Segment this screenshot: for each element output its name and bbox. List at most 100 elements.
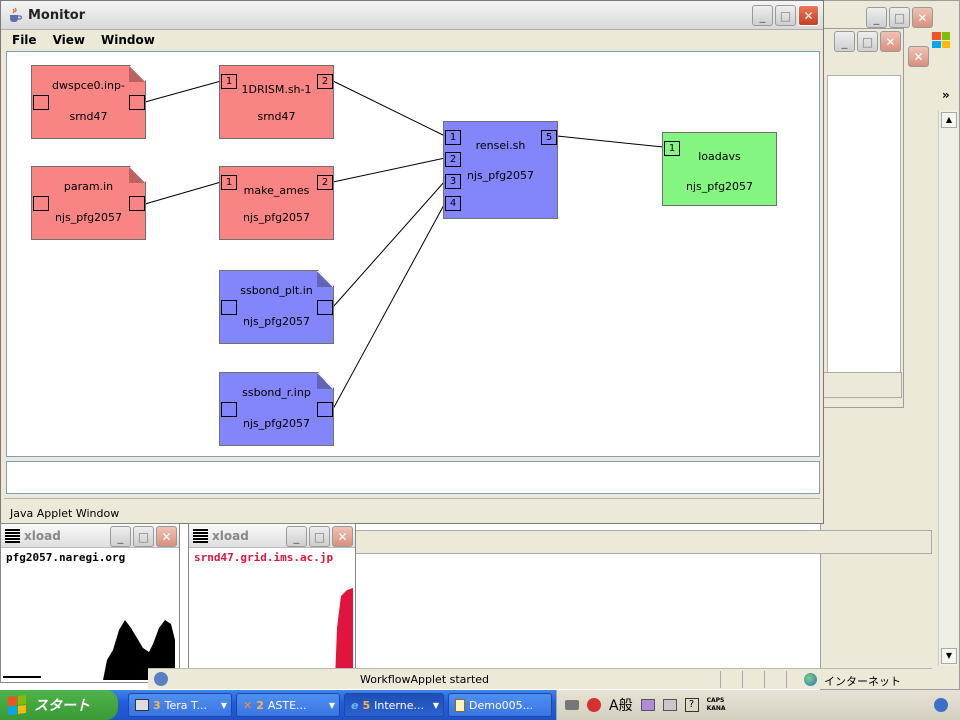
xload-window-left: xload _ □ ✕ pfg2057.naregi.org xyxy=(0,523,180,683)
port-2[interactable]: 2 xyxy=(317,74,333,89)
monitor-title-bar[interactable]: Monitor _ □ ✕ xyxy=(1,1,823,30)
output-port[interactable] xyxy=(129,196,145,211)
maximize-icon[interactable]: □ xyxy=(309,526,330,547)
node-host: njs_pfg2057 xyxy=(685,180,754,193)
maximize-icon[interactable]: □ xyxy=(775,5,796,26)
xload-title-bar[interactable]: xload _ □ ✕ xyxy=(189,524,355,548)
minimize-icon[interactable]: _ xyxy=(286,526,307,547)
xload-title: xload xyxy=(24,529,61,543)
input-port[interactable] xyxy=(221,300,237,315)
connection-line xyxy=(332,180,446,308)
caps-kana-indicator: CAPS KANA xyxy=(707,697,726,713)
tray-app-icon[interactable] xyxy=(934,698,948,712)
applet-footer: Java Applet Window xyxy=(4,498,820,520)
close-icon[interactable]: ✕ xyxy=(156,526,177,547)
node-rensei[interactable]: rensei.sh njs_pfg2057 1 2 3 4 5 xyxy=(443,121,558,219)
background-window-2-controls: _ □ ✕ xyxy=(834,31,901,52)
minimize-icon[interactable]: _ xyxy=(866,7,887,28)
status-message: WorkflowApplet started xyxy=(360,673,490,686)
menu-window[interactable]: Window xyxy=(100,33,155,47)
status-separator xyxy=(786,671,787,688)
output-port[interactable] xyxy=(317,402,333,417)
browser-scrollbar[interactable]: ▲ ▼ xyxy=(938,110,958,666)
maximize-icon[interactable]: □ xyxy=(133,526,154,547)
background-window-2: _ □ ✕ xyxy=(822,28,904,408)
node-ssbond-plt[interactable]: ssbond_plt.in njs_pfg2057 xyxy=(219,270,334,344)
maximize-icon[interactable]: □ xyxy=(889,7,910,28)
output-port[interactable] xyxy=(129,95,145,110)
output-port[interactable] xyxy=(317,300,333,315)
node-label: ssbond_r.inp xyxy=(242,386,311,399)
port-2[interactable]: 2 xyxy=(445,152,461,167)
task-label: Demo005... xyxy=(469,698,534,712)
ie-icon: e xyxy=(351,698,359,712)
node-label: loadavs xyxy=(698,150,741,163)
minimize-icon[interactable]: _ xyxy=(110,526,131,547)
port-5[interactable]: 5 xyxy=(541,130,557,145)
connection-line xyxy=(144,80,222,103)
load-graph xyxy=(335,588,353,680)
xload-controls: _ □ ✕ xyxy=(110,526,177,547)
port-2[interactable]: 2 xyxy=(317,175,333,190)
task-label: Tera T... xyxy=(164,698,207,712)
task-aste[interactable]: ✕ 2 ASTE... ▼ xyxy=(236,693,340,717)
port-1[interactable]: 1 xyxy=(221,74,237,89)
port-1[interactable]: 1 xyxy=(221,175,237,190)
maximize-icon[interactable]: □ xyxy=(857,31,878,52)
task-tera-term[interactable]: 3 Tera T... ▼ xyxy=(128,693,232,717)
node-1drism[interactable]: 1DRISM.sh-1 srnd47 1 2 xyxy=(219,65,334,139)
menu-view[interactable]: View xyxy=(52,33,85,47)
xload-title-bar[interactable]: xload _ □ ✕ xyxy=(1,524,179,548)
port-1[interactable]: 1 xyxy=(445,130,461,145)
task-internet-explorer[interactable]: e 5 Interne... ▼ xyxy=(344,693,444,717)
node-label: make_ames xyxy=(243,184,310,197)
load-graph xyxy=(3,620,175,680)
chevron-right-icon[interactable]: » xyxy=(942,88,950,102)
input-port[interactable] xyxy=(221,402,237,417)
windows-logo-icon xyxy=(932,32,950,48)
background-window-3-close[interactable]: ✕ xyxy=(908,46,929,67)
system-tray: A般 ? CAPS KANA xyxy=(556,690,960,720)
keyboard-icon[interactable] xyxy=(565,700,579,710)
ime-icon[interactable] xyxy=(587,698,601,712)
port-4[interactable]: 4 xyxy=(445,196,461,211)
monitor-status-field[interactable] xyxy=(6,461,820,494)
node-make-ames[interactable]: make_ames njs_pfg2057 1 2 xyxy=(219,166,334,240)
status-separator xyxy=(764,671,765,688)
ime-pad-icon[interactable] xyxy=(640,699,655,711)
workflow-canvas[interactable]: dwspce0.inp- srnd47 param.in njs_pfg2057… xyxy=(6,51,820,457)
minimize-icon[interactable]: _ xyxy=(752,5,773,26)
close-icon[interactable]: ✕ xyxy=(332,526,353,547)
port-3[interactable]: 3 xyxy=(445,174,461,189)
scroll-up-icon[interactable]: ▲ xyxy=(941,112,957,128)
taskbar: スタート 3 Tera T... ▼ ✕ 2 ASTE... ▼ e 5 Int… xyxy=(0,690,960,720)
close-icon[interactable]: ✕ xyxy=(880,31,901,52)
connection-line xyxy=(144,181,222,205)
status-separator xyxy=(742,671,743,688)
node-host: njs_pfg2057 xyxy=(242,417,311,430)
background-window-1-controls: _ □ ✕ xyxy=(866,7,933,28)
close-icon[interactable]: ✕ xyxy=(912,7,933,28)
help-icon[interactable]: ? xyxy=(684,698,699,712)
node-param-in[interactable]: param.in njs_pfg2057 xyxy=(31,166,146,240)
input-port[interactable] xyxy=(33,196,49,211)
port-1[interactable]: 1 xyxy=(664,141,680,156)
minimize-icon[interactable]: _ xyxy=(834,31,855,52)
node-label: 1DRISM.sh-1 xyxy=(241,83,312,96)
close-icon[interactable]: ✕ xyxy=(798,5,819,26)
xload-window-right: xload _ □ ✕ srnd47.grid.ims.ac.jp xyxy=(188,523,356,683)
node-label: dwspce0.inp- xyxy=(52,79,125,92)
scroll-down-icon[interactable]: ▼ xyxy=(941,648,957,664)
node-ssbond-r[interactable]: ssbond_r.inp njs_pfg2057 xyxy=(219,372,334,446)
task-demo[interactable]: Demo005... xyxy=(448,693,552,717)
node-dwspce0[interactable]: dwspce0.inp- srnd47 xyxy=(31,65,146,139)
load-baseline xyxy=(3,676,41,678)
menu-file[interactable]: File xyxy=(12,33,37,47)
ime-mode[interactable]: A般 xyxy=(609,698,633,714)
node-host: srnd47 xyxy=(69,110,108,123)
ime-tool-icon[interactable] xyxy=(662,699,677,711)
node-label: ssbond_plt.in xyxy=(240,284,313,297)
node-loadavs[interactable]: loadavs njs_pfg2057 1 xyxy=(662,132,777,206)
start-button[interactable]: スタート xyxy=(0,690,118,720)
input-port[interactable] xyxy=(33,95,49,110)
